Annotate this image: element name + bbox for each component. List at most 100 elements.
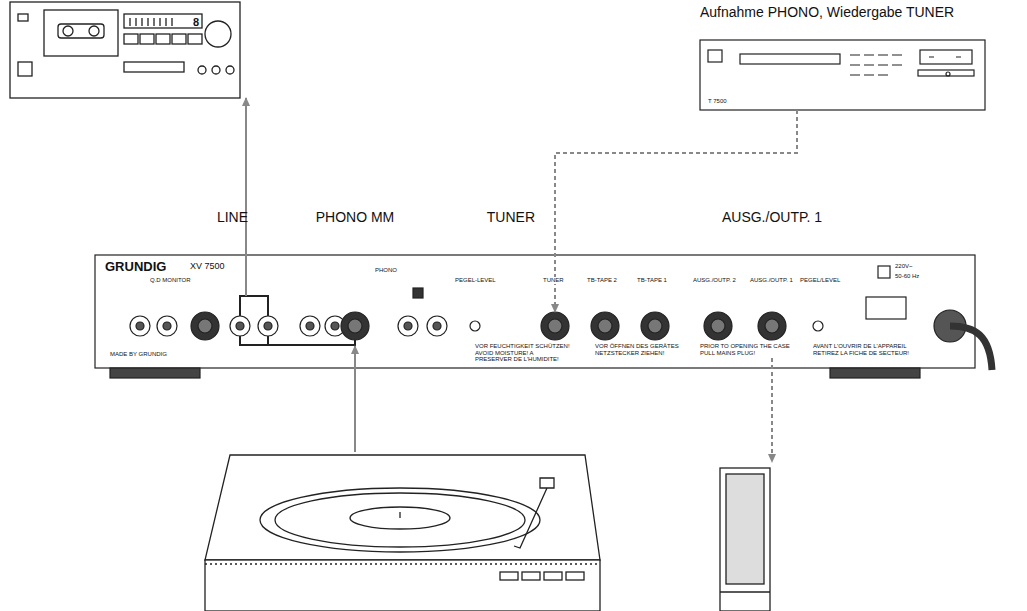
drawing-stroke [350, 507, 450, 529]
drawing-stroke [260, 488, 540, 552]
drawing-stroke [124, 62, 184, 72]
panel-text: PRIOR TO OPENING THE CASE PULL MAINS PLU… [700, 343, 795, 356]
drawing-stroke [470, 321, 480, 331]
panel-text: PHONO [375, 267, 397, 274]
drawing-stroke [58, 24, 104, 38]
connection-label: LINE [217, 210, 248, 225]
drawing-stroke [399, 512, 400, 518]
drawing-stroke [341, 312, 369, 340]
loudspeaker [720, 468, 770, 611]
drawing-stroke [598, 319, 612, 333]
connection-label: TUNER [487, 210, 535, 225]
signal-wire [240, 296, 355, 345]
drawing-stroke [708, 50, 722, 62]
output-arrow [771, 344, 773, 462]
drawing-stroke [10, 2, 240, 98]
drawing-stroke [720, 468, 770, 611]
drawing-stroke [500, 572, 518, 580]
mains-cable [950, 326, 992, 370]
drawing-stroke [711, 319, 725, 333]
drawing-stroke [205, 21, 231, 47]
drawing-stroke [157, 316, 177, 336]
panel-text: AUSG./OUTP. 1 [750, 277, 793, 284]
panel-text: TB-TAPE 2 [587, 277, 617, 284]
tuner-box: T 7500 [700, 40, 985, 110]
connection-label: GRUNDIG [105, 260, 166, 274]
drawing-stroke [300, 316, 320, 336]
drawing-stroke [720, 591, 770, 592]
panel-text: AUSG./OUTP. 2 [693, 277, 736, 284]
drawing-stroke [198, 319, 212, 333]
drawing-stroke [163, 322, 171, 330]
drawing-stroke [230, 316, 250, 336]
drawing-stroke [427, 316, 447, 336]
panel-text: Q.D MONITOR [150, 277, 191, 284]
drawing-stroke [89, 26, 99, 36]
sockets [130, 310, 966, 342]
drawing-stroke [348, 319, 362, 333]
panel-text: PEGEL/LEVEL [800, 277, 840, 284]
drawing-stroke [726, 474, 764, 584]
drawing-stroke [191, 312, 219, 340]
phono-mm-socket: PHONO MM [341, 312, 369, 340]
cassette-deck [10, 2, 240, 98]
drawing-stroke [918, 70, 974, 76]
panel-text: 50-60 Hz [895, 273, 919, 280]
drawing-stroke [740, 54, 840, 64]
drawing-stroke [641, 312, 669, 340]
drawing-stroke [188, 34, 202, 44]
drawing-stroke [110, 368, 200, 378]
panel-text: TUNER [543, 277, 564, 284]
drawing-stroke [946, 72, 950, 76]
drawing-stroke [929, 56, 961, 57]
line-socket: LINE [230, 296, 280, 336]
drawing-stroke [830, 368, 920, 378]
drawing-stroke [264, 322, 272, 330]
drawing-stroke [18, 62, 32, 76]
drawing-stroke [765, 319, 779, 333]
drawing-stroke [704, 312, 732, 340]
drawing-stroke [522, 572, 540, 580]
drawing-stroke [172, 34, 186, 44]
drawing-stroke [124, 34, 138, 44]
drawing-stroke [156, 34, 170, 44]
output-socket: AUSG./OUTP. 1 [758, 312, 786, 340]
panel-text: 220V~ [895, 263, 913, 270]
panel-text: VOR FEUCHTIGKEIT SCHÜTZEN! AVOID MOISTUR… [475, 343, 570, 363]
drawing-stroke [813, 321, 823, 331]
connection-label: AUSG./OUTP. 1 [722, 210, 822, 225]
cassette-deck-box: 8 [10, 2, 240, 98]
panel-text: MADE BY GRUNDIG [110, 351, 167, 358]
amplifier-panel: GRUNDIGXV 7500Q.D MONITORPHONOPEGEL-LEVE… [95, 255, 975, 368]
panel-text: VOR ÖFFNEN DES GERÄTES NETZSTECKER ZIEHE… [595, 343, 685, 356]
drawing-stroke [63, 26, 73, 36]
drawing-stroke [514, 478, 554, 548]
drawing-stroke [44, 10, 118, 56]
turntable [205, 455, 600, 611]
drawing-stroke [413, 288, 423, 298]
panel-text: T 7500 [708, 98, 727, 105]
drawing-stroke [18, 14, 28, 21]
drawing-stroke [275, 493, 525, 547]
drawing-stroke [130, 18, 172, 26]
drawing-stroke [920, 50, 972, 64]
drawing-stroke [130, 316, 150, 336]
drawing-stroke [236, 322, 244, 330]
drawing-stroke [331, 322, 339, 330]
phono-arrow [354, 346, 356, 452]
drawing-stroke [544, 572, 562, 580]
drawing-stroke [758, 312, 786, 340]
diagram-title: Aufnahme PHONO, Wiedergabe TUNER [700, 4, 954, 20]
drawing-stroke [205, 563, 600, 564]
drawing-stroke [258, 316, 278, 336]
drawing-stroke [124, 14, 202, 28]
connection-label: PHONO MM [316, 210, 395, 225]
drawing-stroke [433, 322, 441, 330]
tuner-socket: TUNER [541, 312, 569, 340]
drawing-stroke [700, 40, 985, 110]
drawing-stroke [226, 66, 234, 74]
panel-text: TB-TAPE 1 [637, 277, 667, 284]
drawing-stroke [198, 66, 206, 74]
